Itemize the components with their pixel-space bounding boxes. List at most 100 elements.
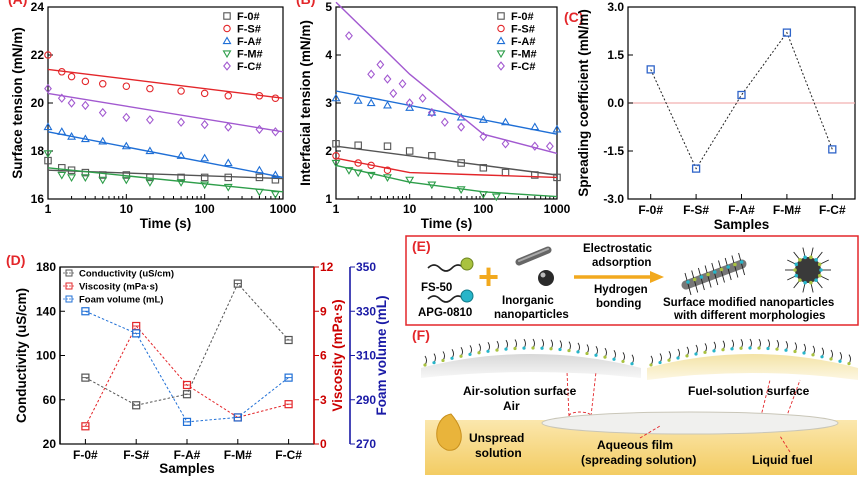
data-point-F-C# <box>828 145 837 154</box>
sphere-head <box>817 262 822 267</box>
modified-nanosphere-icon <box>785 247 831 293</box>
data-point-F-C# <box>418 93 427 103</box>
panel-label: (C) <box>564 9 583 25</box>
sphere-head <box>819 268 823 272</box>
legend-entry: F-M# <box>237 49 263 61</box>
rod-head <box>726 265 730 269</box>
right1-tick-label: 3 <box>320 393 327 407</box>
legend-entry: F-A# <box>511 36 535 48</box>
y-tick-label: 1 <box>325 192 332 206</box>
data-point-F-C# <box>224 122 233 132</box>
legend-entry: F-C# <box>511 61 535 73</box>
surfactant-head <box>477 351 481 355</box>
data-point-F-M# <box>427 181 437 190</box>
arrow-top-line2: adsorption <box>592 257 651 269</box>
data-point-F-M# <box>67 174 77 183</box>
unspread-label-line1: Unspread <box>469 431 524 445</box>
surfactant-head <box>468 352 472 357</box>
air-solution-surfactant-chains <box>423 338 634 367</box>
data-point-F-A# <box>57 127 67 135</box>
surfactant-head <box>676 356 680 360</box>
x-tick-label: 100 <box>473 202 493 216</box>
data-point-F-C# <box>376 59 385 70</box>
panel-e-label: (E) <box>412 238 431 254</box>
rod-chain <box>734 266 739 278</box>
data-point-F-C# <box>271 127 280 137</box>
data-point-F-0# <box>354 141 362 149</box>
legend-entry: F-M# <box>511 49 537 61</box>
rod-head <box>713 270 717 274</box>
data-point-F-A# <box>121 141 131 150</box>
rod-head <box>692 277 697 282</box>
air-solution-label: Air-solution surface <box>463 384 577 398</box>
rod-head <box>686 280 690 284</box>
right2-tick-label: 350 <box>356 260 376 274</box>
data-point-F-S# <box>146 84 154 93</box>
left-tick-label: 60 <box>43 393 57 407</box>
fuel-solution-surfactant-chains <box>649 338 851 367</box>
surfactant-head <box>630 362 634 366</box>
right1-tick-label: 12 <box>320 260 334 274</box>
data-point-F-C# <box>122 112 131 123</box>
right2-tick-label: 330 <box>356 304 376 318</box>
fs50-molecule-icon <box>427 257 474 272</box>
y-axis-label: Spreading coefficient (mN/m) <box>576 9 591 197</box>
surfactant-head <box>441 358 445 363</box>
legend-entry: Conductivity (uS/cm) <box>79 269 174 280</box>
panel-e-schematic: (E) FS-50 APG-0810 + Inorganic nanoparti… <box>405 235 859 326</box>
data-point-F-0# <box>457 159 465 167</box>
data-point-F-S# <box>271 94 280 102</box>
data-point-F-M# <box>43 150 53 159</box>
surfactant-head <box>567 348 571 353</box>
legend-entry: F-0# <box>511 11 534 23</box>
data-point-F-C# <box>405 98 414 108</box>
data-point-F-M# <box>270 191 280 199</box>
sphere-head <box>814 278 818 282</box>
data-point-F-A# <box>176 151 186 159</box>
data-point-F-A# <box>67 131 77 140</box>
left-tick-label: 140 <box>36 304 56 318</box>
right1-axis-label: Viscosity (mPa·s) <box>330 299 345 411</box>
x-tick-label: F-0# <box>73 448 98 462</box>
data-point-F-M# <box>57 171 67 180</box>
x-tick-label: 10 <box>120 202 134 216</box>
fit-line-F-S# <box>335 157 558 179</box>
data-point-F-A# <box>145 146 155 155</box>
data-point-F-S# <box>44 51 52 59</box>
legend-marker-F-C# <box>223 61 231 71</box>
connecting-line <box>650 31 833 170</box>
surfactant-head <box>504 347 508 351</box>
legend-marker-F-0# <box>223 12 231 20</box>
rod-chain <box>700 278 705 291</box>
data-point-F-0# <box>224 173 232 182</box>
series-line-right2 <box>85 310 289 423</box>
data-point-F-A# <box>478 115 488 123</box>
arrow-bottom-line1: Hydrogen <box>594 284 648 296</box>
data-point-F-C# <box>145 115 154 125</box>
right2-tick-label: 310 <box>356 349 376 363</box>
x-tick-label: 1000 <box>270 202 297 216</box>
data-point-F-A# <box>552 124 562 133</box>
data-point-F-M# <box>456 186 466 195</box>
surfactant-head <box>513 346 517 351</box>
y-tick-label: 18 <box>31 144 45 158</box>
sphere-head <box>793 268 797 272</box>
x-tick-label: 10 <box>403 202 417 216</box>
data-point-F-C# <box>200 119 209 130</box>
data-point-F-C# <box>345 31 353 41</box>
fit-line-F-S# <box>47 68 284 99</box>
data-point-F-C# <box>545 141 554 151</box>
panel-e-frame <box>405 235 859 326</box>
rod-core <box>681 259 747 290</box>
legend-marker-F-M# <box>496 50 506 59</box>
unspread-label-line2: solution <box>475 446 522 460</box>
fit-line-F-M# <box>47 167 284 193</box>
liquid-fuel-label: Liquid fuel <box>752 453 813 467</box>
data-point-F-M# <box>383 174 392 183</box>
panel-label: (D) <box>6 252 25 268</box>
legend-entry: F-S# <box>511 24 535 36</box>
surfactant-head <box>685 354 689 358</box>
data-point-F-A# <box>223 158 233 167</box>
aqueous-film-lens <box>541 411 839 435</box>
